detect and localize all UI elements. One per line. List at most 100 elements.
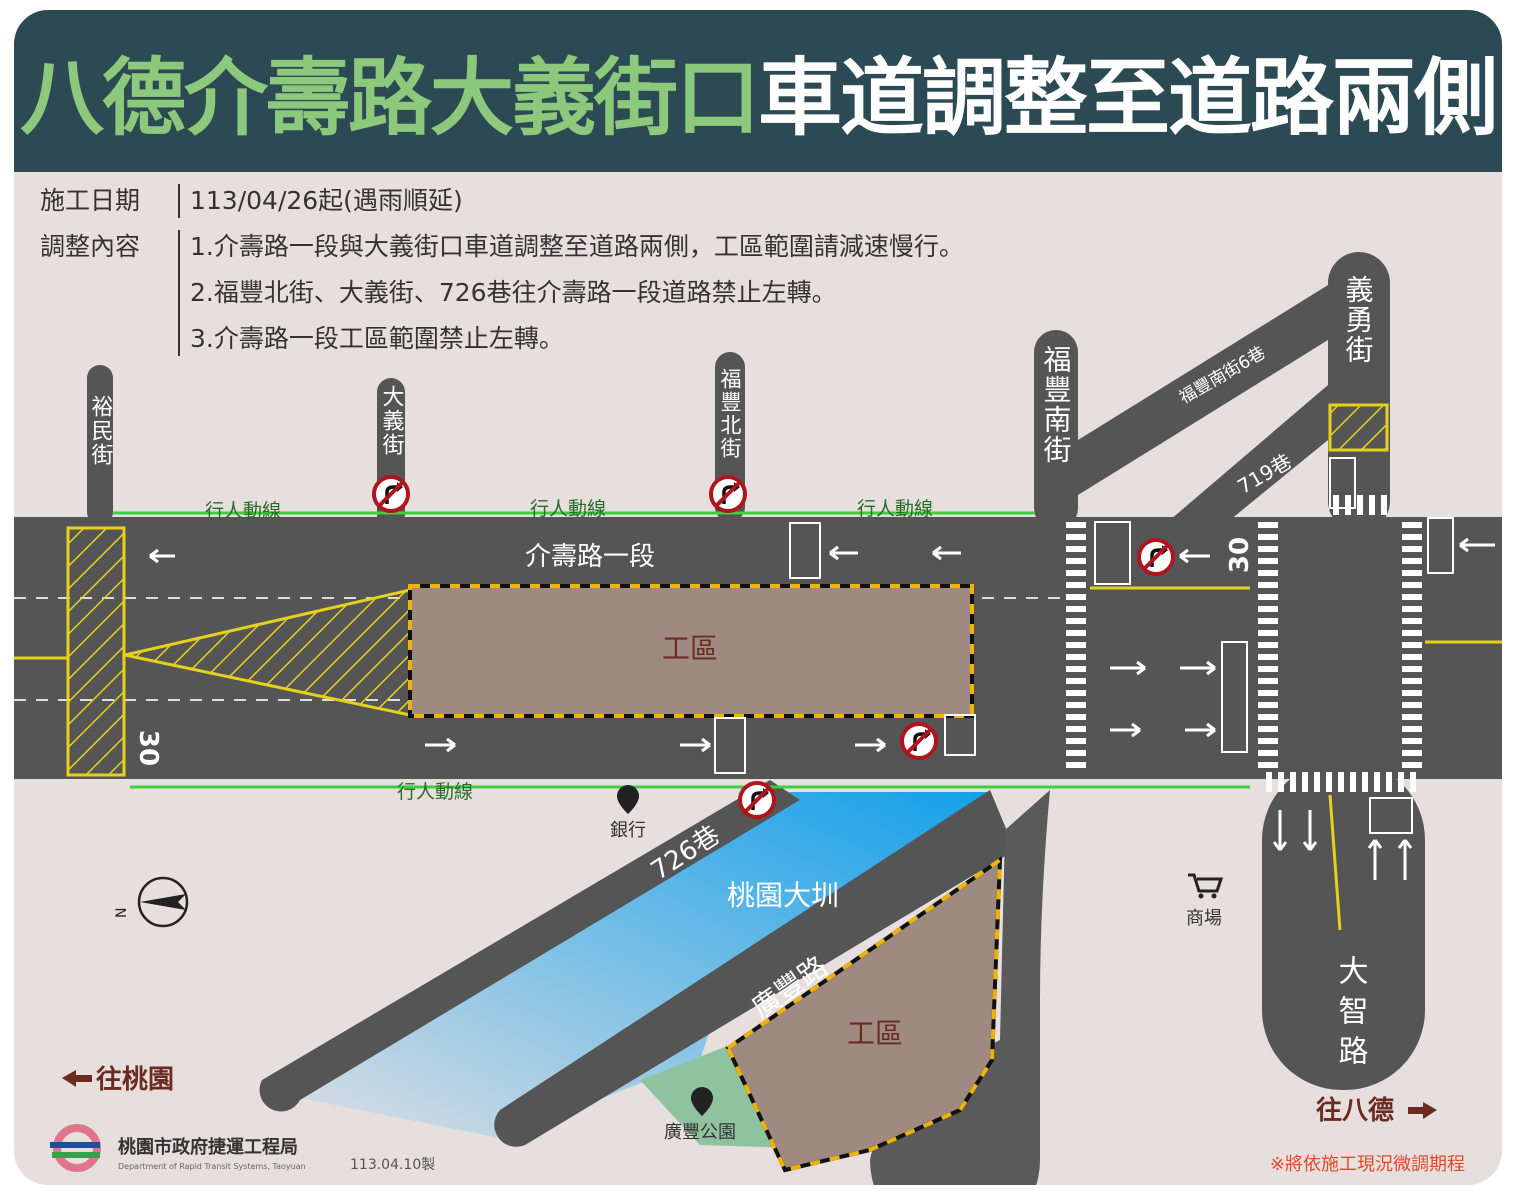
no-left-turn-icon: [709, 475, 747, 513]
divider: [178, 230, 180, 356]
crosswalk-stripe: [1338, 772, 1344, 792]
crosswalk-stripe: [1066, 666, 1086, 672]
crosswalk-stripe: [1066, 762, 1086, 768]
content-label: 調整內容: [40, 232, 141, 261]
work-zone-main: [408, 584, 974, 718]
work-zone-label: 工區: [662, 632, 718, 665]
shopping-cart-icon: [1188, 873, 1224, 899]
crosswalk-stripe: [1066, 690, 1086, 696]
crosswalk-stripe: [1066, 522, 1086, 528]
crosswalk-stripe: [1066, 702, 1086, 708]
crosswalk-stripe: [1402, 702, 1422, 708]
street-label-dazhi: 大智路: [1333, 955, 1368, 1075]
poi-bank: 銀行: [610, 820, 646, 841]
svg-text:往桃園: 往桃園: [96, 1064, 174, 1095]
svg-text:N: N: [114, 908, 130, 918]
street-label-dayi: 大義街: [379, 385, 405, 457]
content-item: 2.福豐北街、大義街、726巷往介壽路一段道路禁止左轉。: [190, 278, 837, 307]
map-pin-icon: [617, 785, 639, 814]
crosswalk-stripe: [1258, 594, 1278, 600]
crosswalk-stripe: [1066, 570, 1086, 576]
crosswalk-stripe: [1066, 606, 1086, 612]
crosswalk-stripe: [1402, 522, 1422, 528]
crosswalk-stripe: [1402, 582, 1422, 588]
street-label-fufeng-south: 福豐南街: [1040, 345, 1073, 465]
crosswalk-stripe: [1258, 726, 1278, 732]
title-description: 車道調整至道路兩側: [758, 48, 1498, 147]
pedestrian-path-label: 行人動線: [205, 500, 281, 522]
notice-poster: 裕民街 大義街 福豐北街 福豐南街 義勇街 大智路 福豐南街6巷 719巷 介壽…: [14, 10, 1502, 1185]
crosswalk-stripe: [1258, 762, 1278, 768]
crosswalk-stripe: [1402, 606, 1422, 612]
org-english: Department of Rapid Transit Systems, Tao…: [118, 1162, 306, 1171]
crosswalk-stripe: [1333, 495, 1339, 515]
construction-map: 裕民街 大義街 福豐北街 福豐南街 義勇街 大智路 福豐南街6巷 719巷 介壽…: [14, 252, 1502, 1185]
crosswalk-stripe: [1258, 750, 1278, 756]
crosswalk-stripe: [1402, 642, 1422, 648]
divider: [178, 184, 180, 218]
crosswalk-stripe: [1402, 558, 1422, 564]
crosswalk-stripe: [1066, 582, 1086, 588]
crosswalk-stripe: [1066, 678, 1086, 684]
crosswalk-stripe: [1066, 630, 1086, 636]
crosswalk-stripe: [1258, 738, 1278, 744]
crosswalk-stripe: [1258, 606, 1278, 612]
crosswalk-stripe: [1066, 654, 1086, 660]
svg-text:往八德: 往八德: [1316, 1095, 1394, 1126]
yellow-box-yiyong: [1328, 403, 1389, 452]
crosswalk-stripe: [1410, 772, 1416, 792]
crosswalk-stripe: [1066, 534, 1086, 540]
crosswalk-stripe: [1402, 594, 1422, 600]
content-item: 1.介壽路一段與大義街口車道調整至道路兩側，工區範圍請減速慢行。: [190, 232, 964, 261]
crosswalk-stripe: [1258, 546, 1278, 552]
street-label-fufeng-north: 福豐北街: [718, 368, 742, 460]
crosswalk-stripe: [1402, 666, 1422, 672]
crosswalk-stripe: [1066, 642, 1086, 648]
crosswalk-stripe: [1258, 654, 1278, 660]
crosswalk-stripe: [1066, 750, 1086, 756]
street-label-yumin: 裕民街: [88, 395, 114, 467]
direction-to-taoyuan: 往桃園: [62, 1064, 174, 1095]
street-label-main-road: 介壽路一段: [525, 542, 655, 572]
pedestrian-path-label: 行人動線: [397, 781, 473, 803]
crosswalk-stripe: [1402, 690, 1422, 696]
crosswalk-stripe: [1258, 714, 1278, 720]
title-banner: 八德介壽路大義街口 車道調整至道路兩側: [14, 10, 1502, 172]
crosswalk-stripe: [1402, 618, 1422, 624]
speed-limit-marking: 30: [1225, 537, 1255, 573]
work-zone-guangfeng: [725, 856, 1003, 1173]
side-streets: [87, 252, 1425, 1185]
made-date: 113.04.10製: [350, 1157, 435, 1173]
info-panel: 施工日期 113/04/26起(遇雨順延) 調整內容 1.介壽路一段與大義街口車…: [40, 178, 964, 362]
canal-label: 桃園大圳: [727, 879, 839, 912]
scooter-waiting-zones: [714, 457, 1454, 834]
crosswalk-stripe: [1258, 522, 1278, 528]
crosswalk-stripe: [1402, 678, 1422, 684]
org-name: 桃園市政府捷運工程局: [118, 1136, 298, 1158]
crosswalk-stripe: [1402, 546, 1422, 552]
arrow-left-icon: [62, 1070, 92, 1087]
crosswalk-stripe: [1258, 642, 1278, 648]
crosswalk-stripe: [1066, 546, 1086, 552]
park-area: [640, 1045, 860, 1170]
lane-arrows: [149, 537, 1495, 880]
compass-icon: N: [114, 876, 189, 928]
pedestrian-path-label: 行人動線: [530, 498, 606, 520]
crosswalk-stripe: [1381, 495, 1387, 515]
crosswalk-stripe: [1066, 714, 1086, 720]
poi-park: 廣豐公園: [664, 1122, 736, 1143]
work-zone-label: 工區: [847, 1017, 903, 1050]
crosswalk-stripe: [1066, 594, 1086, 600]
crosswalk-stripe: [1350, 772, 1356, 792]
poi-mall: 商場: [1186, 908, 1222, 929]
crosswalk-stripe: [1402, 726, 1422, 732]
crosswalks: [1066, 495, 1422, 792]
crosswalk-stripe: [1369, 495, 1375, 515]
schedule-note: ※將依施工現況微調期程: [1270, 1154, 1465, 1175]
arrow-right-icon: [1408, 1102, 1437, 1119]
crosswalk-stripe: [1402, 714, 1422, 720]
crosswalk-stripe: [1386, 772, 1392, 792]
crosswalk-stripe: [1362, 772, 1368, 792]
date-label: 施工日期: [40, 186, 141, 215]
crosswalk-stripe: [1258, 534, 1278, 540]
